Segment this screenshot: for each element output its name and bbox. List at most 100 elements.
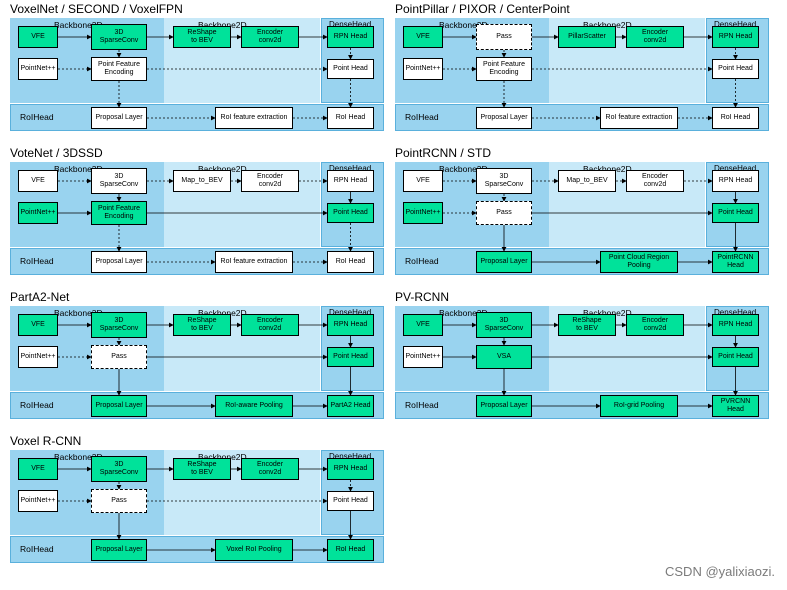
region-label-dense: DenseHead [329,20,372,29]
box-pointhead: Point Head [327,491,374,511]
region-label-roi: RoIHead [405,400,439,410]
region-label-b2d: Backbone2D [583,20,632,30]
region-label-b3d: Backbone3D [439,20,488,30]
box-roimid: RoI feature extraction [215,251,293,273]
box-encoder: Encoder conv2d [626,26,684,48]
box-mid: Pass [91,489,147,513]
panel-title: VoteNet / 3DSSD [10,146,103,160]
box-proposal: Proposal Layer [476,251,532,273]
region-label-b3d: Backbone3D [439,164,488,174]
region-label-b2d: Backbone2D [198,20,247,30]
region-roi [395,248,769,275]
box-mid: Point Feature Encoding [91,57,147,81]
box-sparse: 3D SparseConv [476,312,532,338]
region-label-roi: RoIHead [405,112,439,122]
box-proposal: Proposal Layer [91,107,147,129]
box-proposal: Proposal Layer [91,395,147,417]
box-encoder: Encoder conv2d [626,314,684,336]
box-sparse: 3D SparseConv [91,312,147,338]
box-encoder: Encoder conv2d [241,170,299,192]
box-roihead: RoI Head [327,539,374,561]
box-rpn: RPN Head [327,314,374,336]
box-proposal: Proposal Layer [91,251,147,273]
region-label-b2d: Backbone2D [583,164,632,174]
region-label-b2d: Backbone2D [583,308,632,318]
region-label-b2d: Backbone2D [198,452,247,462]
box-roimid: Voxel RoI Pooling [215,539,293,561]
box-proposal: Proposal Layer [476,395,532,417]
box-vfe: VFE [403,26,443,48]
box-reshape: ReShape to BEV [173,314,231,336]
box-mid: Point Feature Encoding [91,201,147,225]
box-rpn: RPN Head [712,26,759,48]
box-vfe: VFE [403,170,443,192]
box-proposal: Proposal Layer [91,539,147,561]
box-vfe: VFE [18,26,58,48]
box-mid: Point Feature Encoding [476,57,532,81]
region-label-dense: DenseHead [329,452,372,461]
box-roihead: RoI Head [327,251,374,273]
box-roimid: RoI feature extraction [600,107,678,129]
region-roi [395,392,769,419]
box-reshape: Map_to_BEV [558,170,616,192]
box-roimid: Point Cloud Region Pooling [600,251,678,273]
region-roi [10,536,384,563]
region-label-b2d: Backbone2D [198,164,247,174]
region-label-dense: DenseHead [329,164,372,173]
region-label-b3d: Backbone3D [54,20,103,30]
panel-title: Voxel R-CNN [10,434,82,448]
box-pointhead: Point Head [327,203,374,223]
box-pointhead: Point Head [327,347,374,367]
box-rpn: RPN Head [327,26,374,48]
box-encoder: Encoder conv2d [626,170,684,192]
watermark: CSDN @yalixiaozi. [665,564,775,579]
box-sparse: 3D SparseConv [476,168,532,194]
box-sparse: 3D SparseConv [91,168,147,194]
panel-title: PointPillar / PIXOR / CenterPoint [395,2,570,16]
box-encoder: Encoder conv2d [241,314,299,336]
panel-voxelrcnn: Voxel R-CNN Backbone3D Backbone2D DenseHead… [10,434,386,566]
box-reshape: ReShape to BEV [173,26,231,48]
panel-voxelnet: VoxelNet / SECOND / VoxelFPN Backbone3D Ba… [10,2,386,134]
region-roi [395,104,769,131]
panel-title: VoxelNet / SECOND / VoxelFPN [10,2,183,16]
region-label-b3d: Backbone3D [54,164,103,174]
box-pointhead: Point Head [712,59,759,79]
box-reshape: ReShape to BEV [558,314,616,336]
region-label-b2d: Backbone2D [198,308,247,318]
region-label-roi: RoIHead [20,256,54,266]
box-roimid: RoI feature extraction [215,107,293,129]
box-pointnet: PointNet++ [18,490,58,512]
box-pointnet: PointNet++ [403,58,443,80]
region-label-dense: DenseHead [714,308,757,317]
box-sparse: Pass [476,24,532,50]
box-pointhead: Point Head [712,203,759,223]
box-vfe: VFE [18,458,58,480]
region-roi [10,392,384,419]
region-roi [10,248,384,275]
panel-title: PointRCNN / STD [395,146,492,160]
box-roihead: RoI Head [712,107,759,129]
box-roimid: RoI-aware Pooling [215,395,293,417]
box-roihead: PointRCNN Head [712,251,759,273]
box-roihead: PVRCNN Head [712,395,759,417]
box-encoder: Encoder conv2d [241,458,299,480]
region-label-b3d: Backbone3D [54,452,103,462]
box-sparse: 3D SparseConv [91,24,147,50]
region-label-roi: RoIHead [20,544,54,554]
region-label-dense: DenseHead [714,20,757,29]
box-vfe: VFE [18,170,58,192]
region-label-roi: RoIHead [405,256,439,266]
box-pointnet: PointNet++ [18,346,58,368]
region-label-dense: DenseHead [329,308,372,317]
box-roimid: RoI-grid Pooling [600,395,678,417]
region-roi [10,104,384,131]
box-pointnet: PointNet++ [403,346,443,368]
region-label-b3d: Backbone3D [54,308,103,318]
box-rpn: RPN Head [327,170,374,192]
box-vfe: VFE [403,314,443,336]
box-pointnet: PointNet++ [18,58,58,80]
region-label-b3d: Backbone3D [439,308,488,318]
